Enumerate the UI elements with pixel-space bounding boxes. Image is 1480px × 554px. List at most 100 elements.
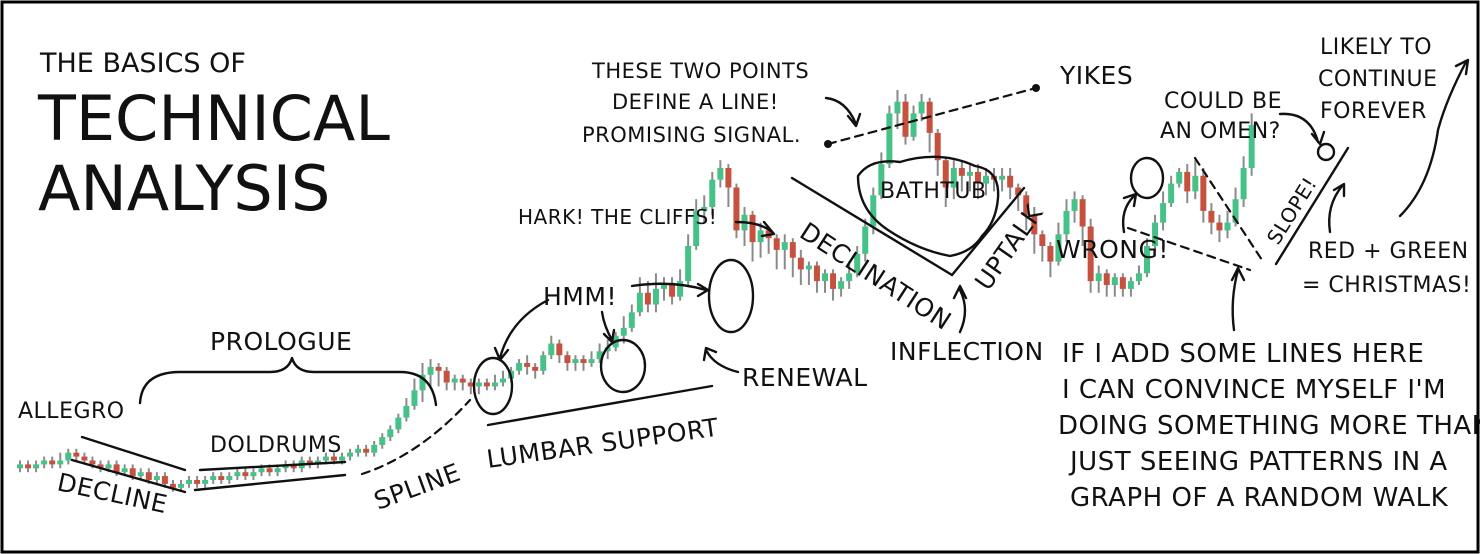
candle-up [1095,273,1102,282]
candle-up [387,429,394,438]
lumbar-support-line [486,384,714,427]
decline-upper-line [80,435,187,472]
candle-down [1119,277,1126,289]
title-line-1: THE BASICS OF [39,48,246,79]
candle-up [234,472,241,477]
candle-up [1192,175,1199,192]
label-patterns-2: I CAN CONVINCE MYSELF I'M [1062,375,1446,405]
candle-up [604,347,611,352]
candle-down [1208,210,1215,223]
candle-up [854,253,861,274]
label-two-points-3: PROMISING SIGNAL. [582,123,801,147]
title-line-3: ANALYSIS [38,152,330,225]
candle-down [218,476,225,480]
candle-up [1152,222,1159,246]
candle-down [556,343,563,356]
candle-up [1232,199,1239,223]
candle-down [435,366,442,371]
inflection-arrow [952,284,968,334]
candle-up [918,101,925,114]
candle-up [701,207,708,211]
candle-down [580,359,587,363]
candle-down [813,265,820,282]
label-patterns-1: IF I ADD SOME LINES HERE [1062,339,1424,369]
label-renewal: RENEWAL [742,363,868,392]
candlestick-series [17,90,1255,492]
candle-down [194,480,201,484]
hark-arrow [734,220,776,238]
label-forever-3: FOREVER [1320,99,1427,124]
candle-down [145,472,152,480]
candle-down [564,355,571,363]
candle-down [1007,175,1014,188]
candle-up [355,448,362,453]
bathtub-outline [856,155,1000,258]
label-inflection: INFLECTION [890,337,1044,366]
candle-up [210,476,217,480]
candle-down [483,382,490,387]
candle-up [805,265,812,270]
title-line-2: TECHNICAL [37,82,390,155]
candle-up [709,179,716,207]
candle-up [540,355,547,371]
candle-up [1176,171,1183,184]
candle-up [17,464,23,469]
candle-up [693,210,700,246]
candle-down [169,483,176,488]
candle-up [1135,273,1142,282]
candle-up [628,312,635,328]
candle-up [636,292,643,313]
candle-up [33,464,40,469]
label-two-points-2: DEFINE A LINE! [612,90,779,114]
candle-up [475,382,482,387]
label-christmas-1: RED + GREEN [1308,239,1469,264]
candle-up [894,101,901,114]
candle-down [797,257,804,270]
candle-down [1184,171,1191,192]
candle-down [161,476,168,484]
patterns-arrow [1230,266,1246,332]
label-prologue: PROLOGUE [210,327,352,356]
candle-down [958,168,965,176]
candle-up [548,343,555,356]
doldrums-lower-line [193,473,347,492]
candle-up [838,281,845,289]
candle-up [685,246,692,282]
candle-up [65,452,72,461]
label-patterns-3: DOING SOMETHING MORE THAN [1058,411,1480,441]
candle-up [910,113,917,137]
label-omen-1: COULD BE [1164,89,1282,114]
candle-up [451,378,458,383]
candle-up [1224,222,1231,231]
candle-up [491,382,498,387]
label-patterns-5: GRAPH OF A RANDOM WALK [1070,483,1449,513]
candle-up [661,285,667,289]
candle-down [73,452,80,457]
omen-arrow [1278,112,1326,146]
candle-down [330,456,337,461]
candle-up [379,437,386,445]
label-hark: HARK! THE CLIFFS! [518,205,717,229]
candle-down [773,238,780,250]
candle-down [1023,195,1030,215]
candle-up [419,374,426,391]
candle-up [1055,234,1062,262]
candle-up [677,281,684,297]
candle-up [105,464,112,469]
candle-up [121,468,128,473]
candle-up [1160,203,1167,223]
candle-down [789,242,796,258]
candle-up [1071,199,1078,211]
candle-up [411,390,418,406]
label-forever-2: CONTINUE [1318,67,1438,92]
candle-down [97,464,104,469]
candle-down [934,132,941,161]
candle-up [322,456,329,461]
candle-down [1047,246,1054,262]
candle-up [966,171,973,176]
candle-down [49,460,56,465]
candle-up [596,351,603,360]
